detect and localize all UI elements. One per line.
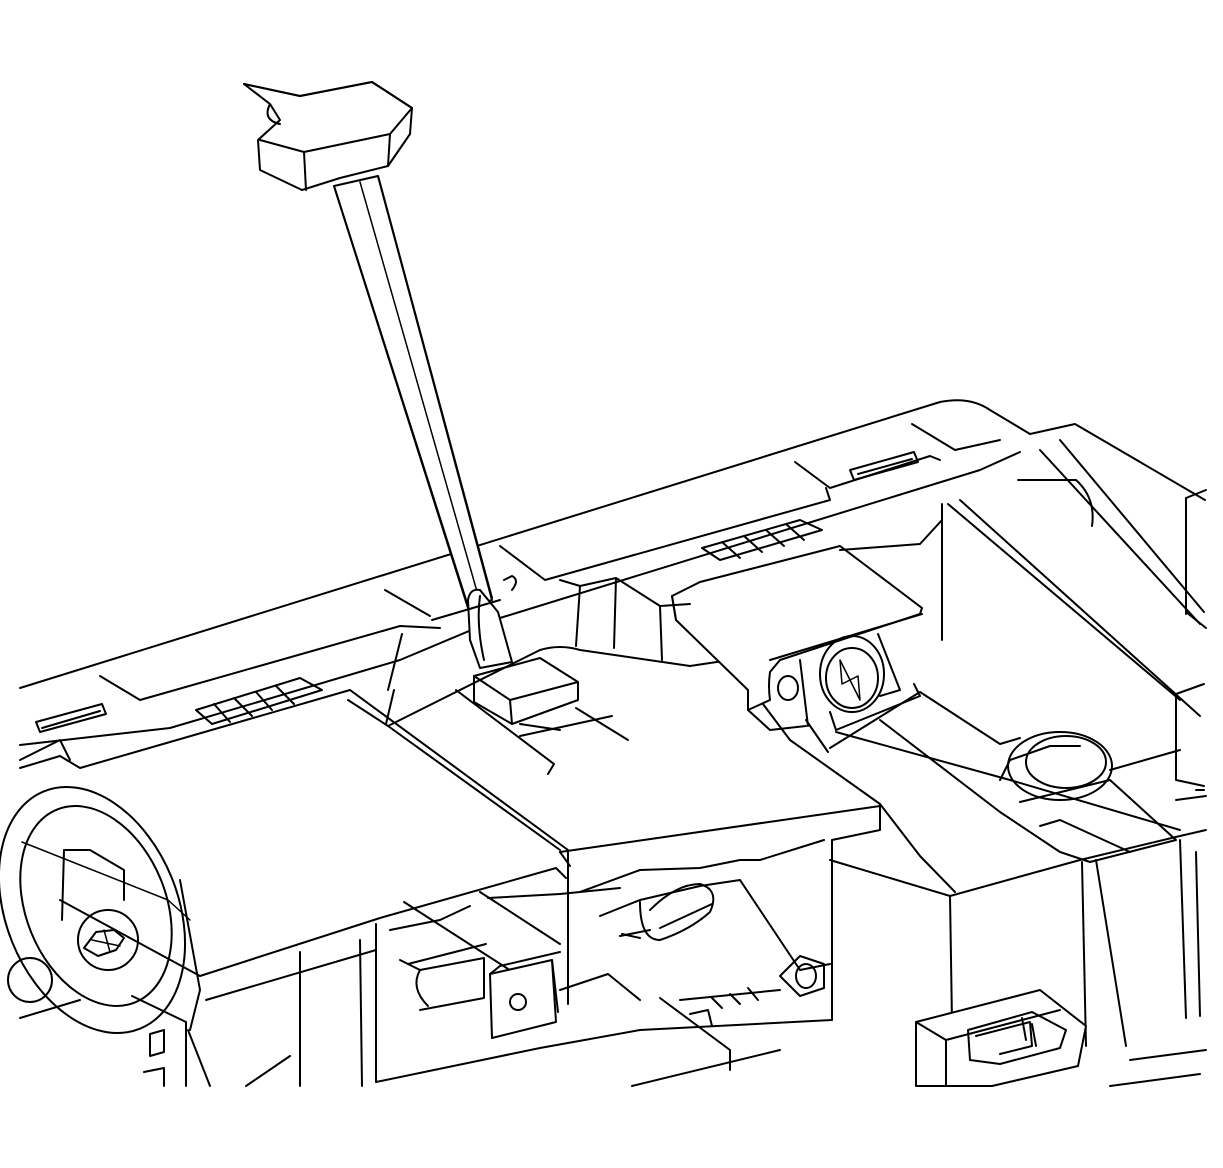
left-bracket — [19, 739, 81, 1019]
housing-left-face — [19, 689, 569, 1087]
right-lower-panels — [829, 829, 1207, 1087]
retaining-tab-icon — [473, 657, 579, 725]
mounting-boss — [779, 955, 825, 997]
rear-slots — [35, 451, 919, 733]
housing-upper-rail — [19, 399, 1206, 746]
center-raised-block — [347, 633, 956, 893]
lower-compartment — [245, 803, 881, 1087]
vent-ribs-right — [701, 519, 823, 561]
electrical-connector-icon — [915, 989, 1087, 1087]
lower-latch-tab — [489, 951, 561, 1039]
housing-right-frame — [829, 439, 1207, 863]
vent-ribs-left — [195, 677, 323, 725]
screwdriver-icon — [243, 81, 513, 669]
center-panel — [431, 575, 691, 661]
right-push-tab — [671, 545, 923, 753]
fastener-icon — [0, 786, 191, 1034]
